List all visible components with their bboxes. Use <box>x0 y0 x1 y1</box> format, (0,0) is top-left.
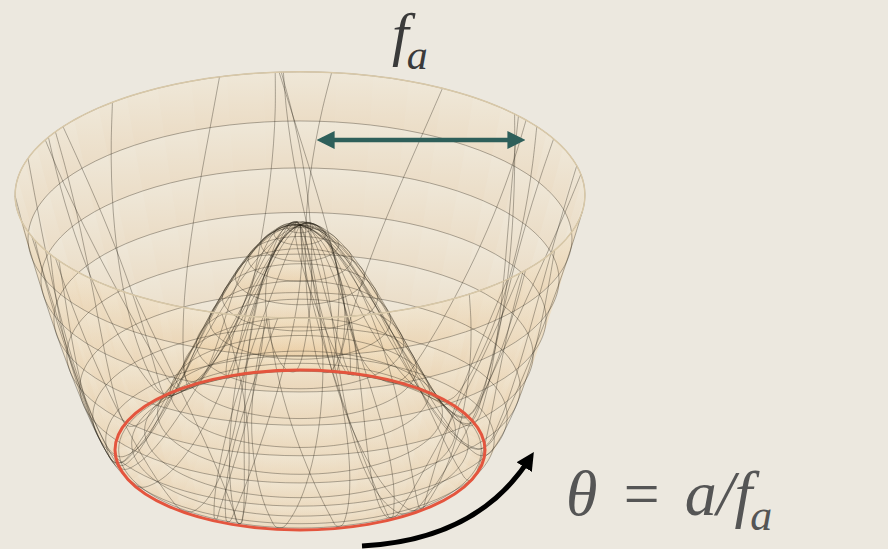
bowl-rim <box>15 72 585 318</box>
surface-patch <box>327 480 357 506</box>
mesh-line <box>48 137 300 395</box>
vacuum-circle <box>115 370 485 530</box>
subscript-label: a <box>750 494 772 538</box>
mesh-line <box>183 77 300 388</box>
surface-patch <box>211 448 243 480</box>
surface-patch <box>367 125 404 177</box>
surface-patch <box>300 355 336 392</box>
mesh-line <box>135 225 300 524</box>
surface-patch <box>360 216 394 262</box>
symbol-label: f <box>392 4 409 64</box>
mesh-line <box>35 225 300 487</box>
angle-arrow <box>362 458 530 546</box>
surface-patch <box>271 482 300 506</box>
surface-patch <box>300 482 329 506</box>
radius-arrow <box>322 138 520 143</box>
mesh-line <box>171 335 430 447</box>
surface-patch <box>164 130 201 183</box>
mesh-line <box>283 72 357 375</box>
surface-patch <box>226 314 264 355</box>
mesh-line <box>63 127 300 398</box>
surface-patch <box>300 424 332 455</box>
surface-patch <box>300 391 334 425</box>
formula-label: θ = a/f <box>566 462 752 526</box>
mesh-line <box>279 72 350 375</box>
surface-patch <box>336 73 374 125</box>
potential-surface <box>15 72 585 528</box>
mesh-line <box>28 121 572 356</box>
mesh-line <box>226 72 300 378</box>
surface-patch <box>265 121 301 169</box>
mesh-line <box>300 174 581 418</box>
surface-patch <box>300 168 334 213</box>
subscript-label: a <box>407 34 428 76</box>
surface-patch <box>191 76 230 130</box>
mesh-line <box>59 225 300 463</box>
surface-patch <box>201 172 236 221</box>
surface-patch <box>300 455 330 483</box>
surface-patch <box>233 169 268 216</box>
mesh-line <box>93 327 507 506</box>
mesh-line <box>15 196 300 466</box>
surface-patch <box>436 293 473 341</box>
mesh-line <box>300 120 526 383</box>
surface-patch <box>329 452 361 482</box>
surface-patch <box>300 317 337 356</box>
surface-patch <box>364 172 399 221</box>
surface-patch <box>300 72 337 122</box>
surface-patch <box>206 216 240 262</box>
mesh-line <box>300 166 577 450</box>
surface-patch <box>300 121 336 169</box>
surface-patch <box>332 388 367 424</box>
mesh-line <box>183 318 416 419</box>
mesh-line <box>300 139 554 424</box>
surface-patch <box>158 81 196 137</box>
mesh-line <box>300 116 518 426</box>
surface-patch <box>226 73 264 125</box>
surface-patch <box>370 76 409 130</box>
surface-patch <box>364 383 399 421</box>
surface-patch <box>300 505 327 523</box>
mesh-line <box>300 225 471 511</box>
mesh-line <box>111 102 300 396</box>
mesh-line <box>300 126 537 401</box>
surface-patch <box>332 169 367 216</box>
surface-patch <box>243 480 273 506</box>
surface-patch <box>266 168 300 213</box>
surface-patch <box>334 122 371 172</box>
mesh-line <box>45 140 300 391</box>
surface-patch <box>297 233 300 245</box>
mesh-line <box>145 363 456 497</box>
mesh-line <box>132 371 469 517</box>
surface-patch <box>196 125 233 177</box>
surface-patch <box>273 505 300 523</box>
mesh-line <box>28 158 300 457</box>
surface-patch <box>263 317 300 356</box>
surface-patch <box>206 417 240 452</box>
surface-patch <box>404 81 442 137</box>
surface-patch <box>230 122 267 172</box>
surface-patch <box>268 424 300 455</box>
surface-patch <box>270 455 300 483</box>
mesh-line <box>106 356 495 524</box>
